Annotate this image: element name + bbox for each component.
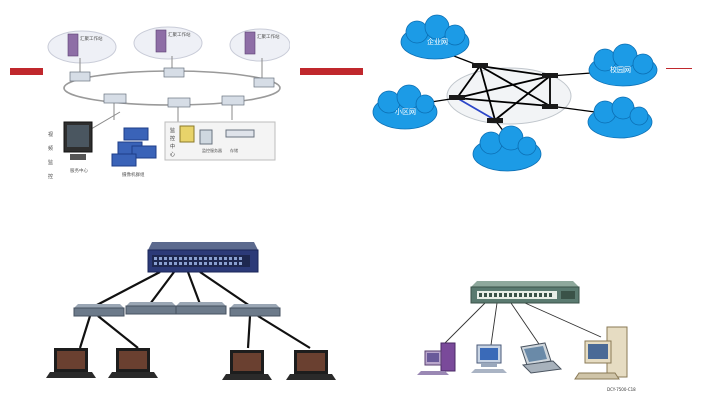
left-label: 频	[48, 145, 53, 152]
red-accent-bar-left	[10, 68, 43, 75]
left-label: 控	[48, 173, 53, 180]
cloud-interconnect-diagram: 企业网 校园网 小区网	[372, 14, 658, 172]
red-accent-bar-center	[300, 68, 363, 75]
switch-icon	[470, 281, 580, 304]
workstation-label: 汇聚工作站	[257, 33, 280, 40]
sub-caption: 监控服务器	[202, 147, 222, 153]
cloud-label: 校园网	[610, 65, 631, 74]
network-link	[442, 302, 602, 348]
left-label: 监	[48, 159, 53, 166]
monitor-caption: 服务中心	[70, 167, 88, 174]
center-label: 监	[170, 127, 175, 134]
switch-star-diagram: DCY-7500-C18	[417, 281, 636, 392]
cloud-label: 小区网	[395, 107, 416, 116]
center-label: 控	[170, 135, 175, 142]
server-rack-icon	[63, 121, 93, 160]
network-link	[78, 271, 311, 349]
core-switch-icon	[147, 242, 259, 273]
cloud-icon	[372, 14, 658, 172]
laptop-icon	[46, 348, 336, 380]
network-link-blue	[456, 97, 496, 121]
workstation-label: 汇聚工作站	[168, 31, 191, 38]
cloud-label: 企业网	[427, 37, 448, 46]
access-switch-icon	[73, 302, 281, 317]
workstation-icon	[67, 29, 256, 57]
center-label: 中	[170, 143, 175, 150]
desktop-computer-icon	[471, 344, 507, 373]
storage-icon	[225, 129, 255, 138]
router-icon	[449, 63, 558, 123]
left-label: 视	[48, 131, 53, 138]
video-surveillance-diagram: 汇聚工作站 汇聚工作站 汇聚工作站 视 频 监 控 服务中心 摄像	[47, 26, 290, 180]
ring-switch-icon	[69, 67, 275, 108]
switch-tree-diagram	[46, 242, 336, 380]
network-link	[456, 65, 551, 121]
workstation-label: 汇聚工作站	[80, 35, 103, 42]
cluster-caption: 摄像机群组	[122, 171, 145, 178]
desktop-computer-icon	[417, 342, 456, 375]
red-accent-line-right	[666, 68, 692, 69]
server-icon	[179, 125, 213, 145]
center-label: 心	[170, 151, 175, 158]
tower-computer-icon	[574, 326, 628, 380]
sub-caption: 存储	[230, 147, 238, 153]
model-label: DCY-7500-C18	[607, 387, 636, 392]
camera-group-icon	[111, 127, 157, 167]
laptop-icon	[520, 342, 563, 374]
